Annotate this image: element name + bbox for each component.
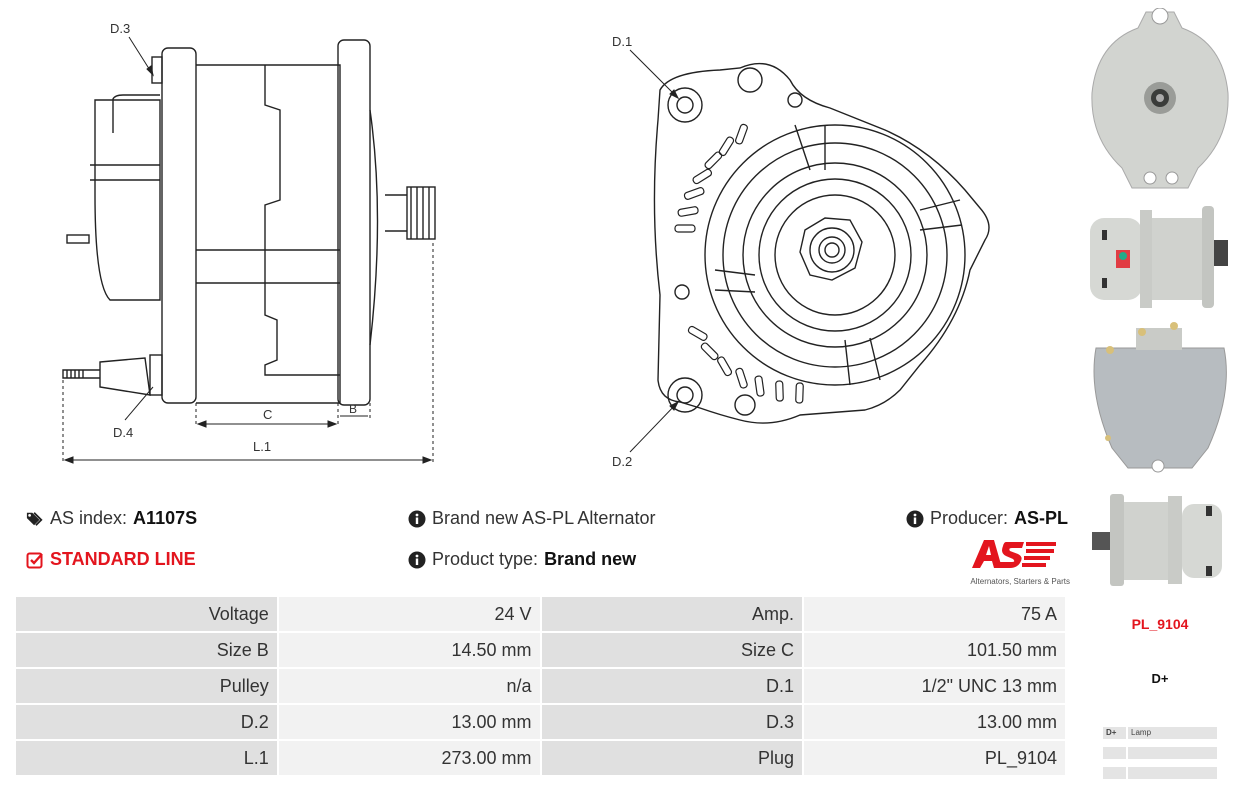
product-type-label: Product type: — [432, 549, 539, 569]
spec-value: 101.50 mm — [803, 633, 1065, 667]
plug-pin-name — [1103, 747, 1126, 759]
spec-label: D.3 — [541, 705, 802, 739]
plug-pin-name — [1103, 767, 1126, 779]
plug-pin-table: D+Lamp — [1103, 727, 1217, 787]
plug-pin-row: D+Lamp — [1103, 727, 1217, 739]
spec-value: PL_9104 — [803, 741, 1065, 775]
check-square-icon — [26, 552, 43, 568]
label-l1: L.1 — [253, 439, 271, 454]
product-photo-side-2[interactable] — [1088, 484, 1232, 594]
plug-pin-row — [1103, 747, 1217, 759]
spec-value: 1/2" UNC 13 mm — [803, 669, 1065, 703]
terminal-label: D+ — [1151, 671, 1169, 686]
product-type-row: Product type: Brand new — [408, 549, 636, 570]
spec-label: Size B — [16, 633, 277, 667]
spec-label: Voltage — [16, 597, 277, 631]
label-d4: D.4 — [113, 425, 133, 440]
producer-label: Producer: — [930, 508, 1009, 528]
logo-tagline: Alternators, Starters & Parts — [970, 577, 1070, 586]
label-c: C — [263, 407, 272, 422]
plug-pin-function — [1128, 767, 1217, 779]
spec-label: L.1 — [16, 741, 277, 775]
as-pl-logo: Alternators, Starters & Parts — [962, 538, 1070, 586]
spec-value: 13.00 mm — [278, 705, 540, 739]
producer-row: Producer: AS-PL — [906, 508, 1068, 529]
product-photo-front[interactable] — [1088, 318, 1232, 478]
producer-value: AS-PL — [1014, 508, 1069, 528]
spec-value: 14.50 mm — [278, 633, 540, 667]
info-circle-icon — [408, 551, 426, 568]
spec-value: 75 A — [803, 597, 1065, 631]
as-logo-graphic — [972, 540, 1056, 568]
label-d3: D.3 — [110, 21, 130, 36]
plug-pin-row — [1103, 767, 1217, 779]
as-index-label: AS index: — [50, 508, 128, 528]
as-index-row: AS index: A1107S — [26, 508, 197, 529]
product-photo-rear[interactable] — [1088, 8, 1232, 193]
spec-label: D.1 — [541, 669, 802, 703]
spec-label: Plug — [541, 741, 802, 775]
info-circle-icon — [906, 510, 924, 527]
spec-value: 24 V — [278, 597, 540, 631]
spec-value: 13.00 mm — [803, 705, 1065, 739]
label-d1: D.1 — [612, 34, 632, 49]
plug-pin-function — [1128, 747, 1217, 759]
plug-pin-function: Lamp — [1128, 727, 1217, 739]
description-text: Brand new AS-PL Alternator — [432, 508, 656, 528]
plug-pin-name: D+ — [1103, 727, 1126, 739]
product-photo-side[interactable] — [1088, 198, 1232, 313]
description-row: Brand new AS-PL Alternator — [408, 508, 655, 529]
front-view-drawing: D.1 D.2 — [612, 34, 990, 469]
info-circle-icon — [408, 510, 426, 527]
spec-label: Pulley — [16, 669, 277, 703]
label-d2: D.2 — [612, 454, 632, 469]
standard-line-text: STANDARD LINE — [50, 549, 196, 569]
product-type-value: Brand new — [544, 549, 637, 569]
spec-value: 273.00 mm — [278, 741, 540, 775]
standard-line-badge: STANDARD LINE — [26, 549, 196, 570]
spec-label: Size C — [541, 633, 802, 667]
plug-code: PL_9104 — [1131, 616, 1189, 632]
label-b: B — [349, 402, 357, 416]
spec-value: n/a — [278, 669, 540, 703]
as-index-value: A1107S — [133, 508, 198, 528]
spec-label: Amp. — [541, 597, 802, 631]
side-view-drawing: D.3 D.4 C B L.1 — [62, 21, 436, 464]
tags-icon — [26, 511, 43, 526]
spec-label: D.2 — [16, 705, 277, 739]
